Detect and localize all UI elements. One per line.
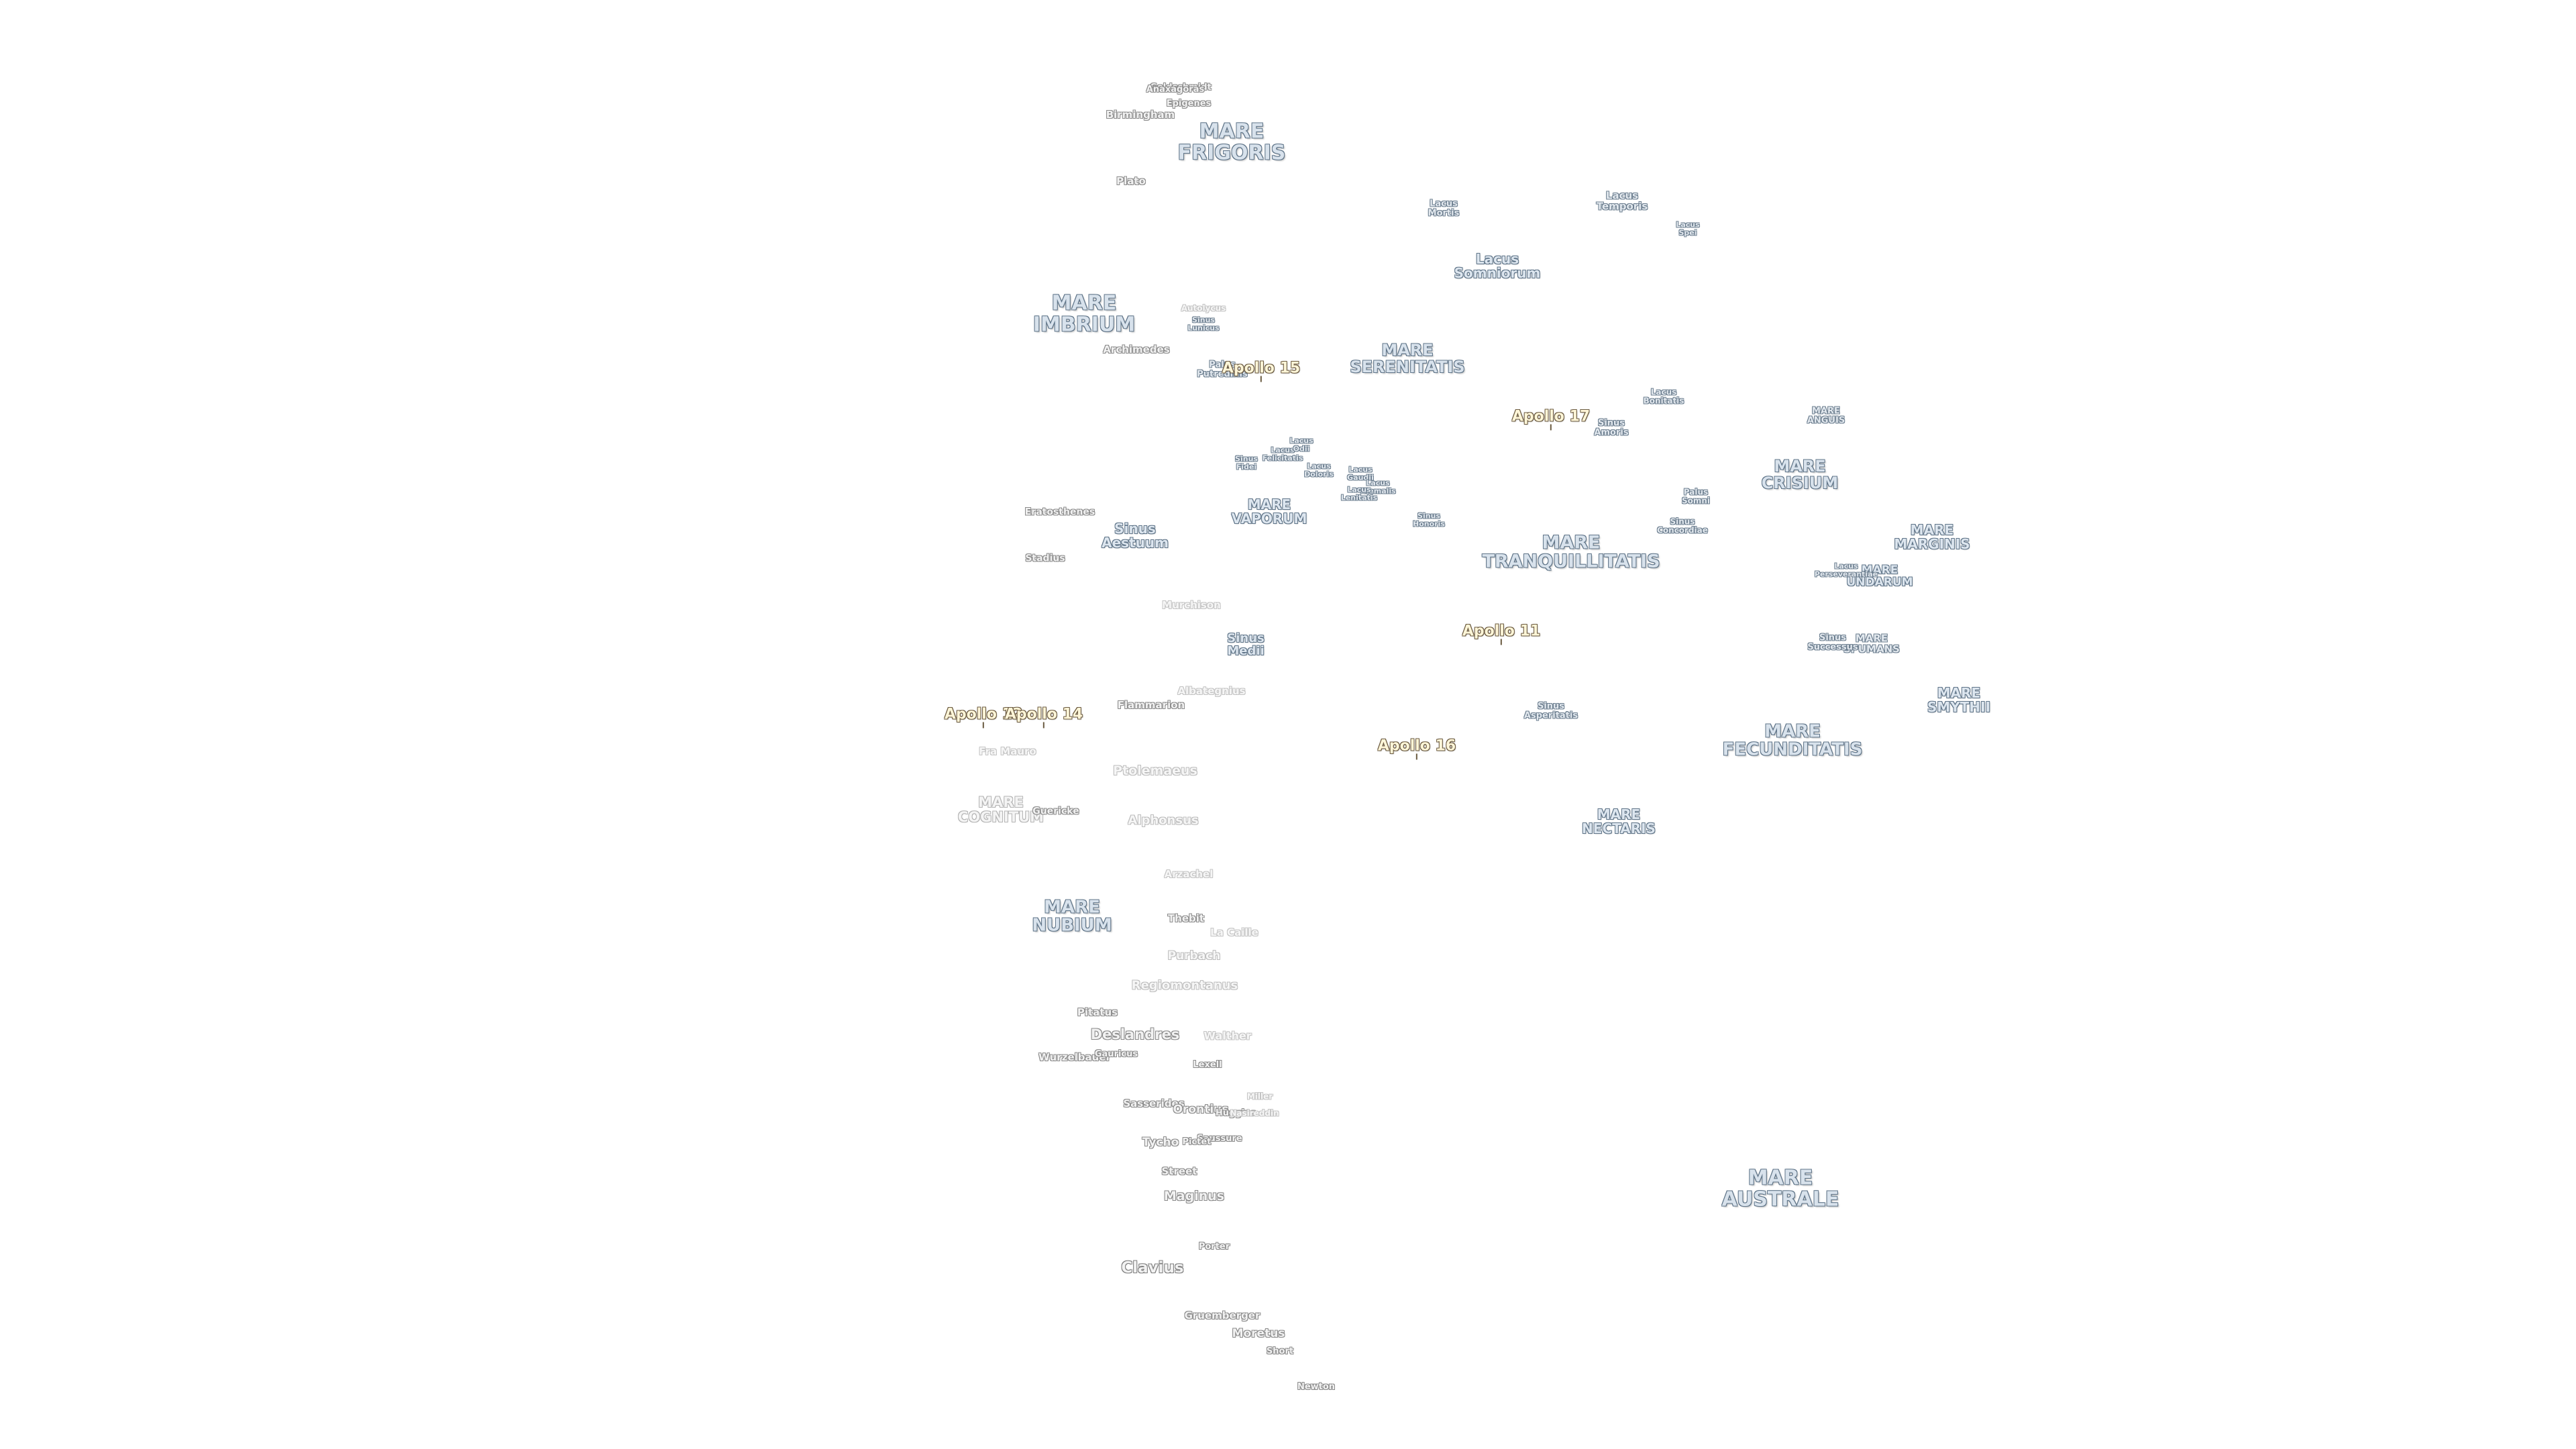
- crater-goldschmidt-label: Goldschmidt: [1150, 83, 1212, 93]
- crater-thebit-label: Thebit: [1167, 912, 1205, 925]
- crater-birmingham-label: Birmingham: [1106, 109, 1175, 121]
- crater-lexell-label: Lexell: [1193, 1060, 1222, 1071]
- crater-maginus-label: Maginus: [1163, 1189, 1225, 1204]
- apollo-17-marker[interactable]: Apollo 17: [1511, 408, 1591, 425]
- crater-flammarion-label: Flammarion: [1117, 699, 1185, 712]
- crater-epigenes-label: Epigenes: [1166, 99, 1212, 109]
- crater-arzachel-label: Arzachel: [1164, 868, 1214, 881]
- crater-purbach-label: Purbach: [1167, 949, 1221, 963]
- crater-fra-mauro-label: Fra Mauro: [979, 745, 1036, 758]
- crater-porter-label: Porter: [1198, 1242, 1230, 1252]
- crater-huggins-label: Huggins: [1215, 1108, 1256, 1119]
- crater-anaxagoras-label: Anaxagoras: [1146, 85, 1205, 95]
- apollo-12-marker[interactable]: Apollo 12: [944, 706, 1023, 723]
- apollo-16-marker[interactable]: Apollo 16: [1377, 737, 1456, 755]
- crater-pitatus-label: Pitatus: [1077, 1006, 1118, 1019]
- crater-nasireddin-label: Nasireddin: [1230, 1108, 1279, 1118]
- crater-autolycus-label: Autolycus: [1181, 303, 1226, 313]
- crater-alphonsus-label: Alphonsus: [1128, 813, 1199, 828]
- crater-plato-label: Plato: [1116, 175, 1146, 188]
- crater-pictet-label: Pictet: [1182, 1137, 1212, 1148]
- crater-street-label: Street: [1161, 1165, 1197, 1178]
- crater-eratosthenes-label: Eratosthenes: [1024, 506, 1095, 518]
- crater-moretus-label: Moretus: [1232, 1327, 1285, 1341]
- crater-wurzelbauer-label: Wurzelbauer: [1038, 1051, 1111, 1064]
- crater-sasserides-label: Sasserides: [1123, 1097, 1185, 1110]
- crater-la-caille-label: La Caille: [1210, 926, 1258, 939]
- apollo-15-marker[interactable]: Apollo 15: [1222, 360, 1301, 377]
- crater-murchison-label: Murchison: [1162, 599, 1221, 612]
- crater-stadius-label: Stadius: [1025, 553, 1065, 564]
- crater-clavius-label: Clavius: [1121, 1258, 1184, 1277]
- crater-deslandres-label: Deslandres: [1090, 1026, 1180, 1042]
- crater-gauricus-label: Gauricus: [1094, 1049, 1138, 1060]
- crater-orontius-label: Orontius: [1173, 1103, 1229, 1117]
- crater-newton-label: Newton: [1297, 1382, 1336, 1393]
- crater-gruemberger-label: Gruemberger: [1184, 1309, 1260, 1322]
- apollo-14-marker[interactable]: Apollo 14: [1004, 706, 1083, 723]
- crater-regiomontanus-label: Regiomontanus: [1131, 978, 1238, 993]
- crater-tycho-label: Tycho: [1142, 1136, 1179, 1150]
- apollo-11-marker[interactable]: Apollo 11: [1462, 623, 1541, 640]
- crater-ptolemaeus-label: Ptolemaeus: [1113, 763, 1197, 779]
- crater-archimedes-label: Archimedes: [1103, 343, 1170, 356]
- crater-albategnius-label: Albategnius: [1177, 685, 1246, 698]
- crater-short-label: Short: [1266, 1346, 1294, 1357]
- crater-miller-label: Miller: [1246, 1091, 1273, 1102]
- crater-guericke-label: Guericke: [1032, 806, 1079, 817]
- crater-walther-label: Walther: [1203, 1029, 1252, 1042]
- crater-saussure-label: Saussure: [1197, 1134, 1242, 1144]
